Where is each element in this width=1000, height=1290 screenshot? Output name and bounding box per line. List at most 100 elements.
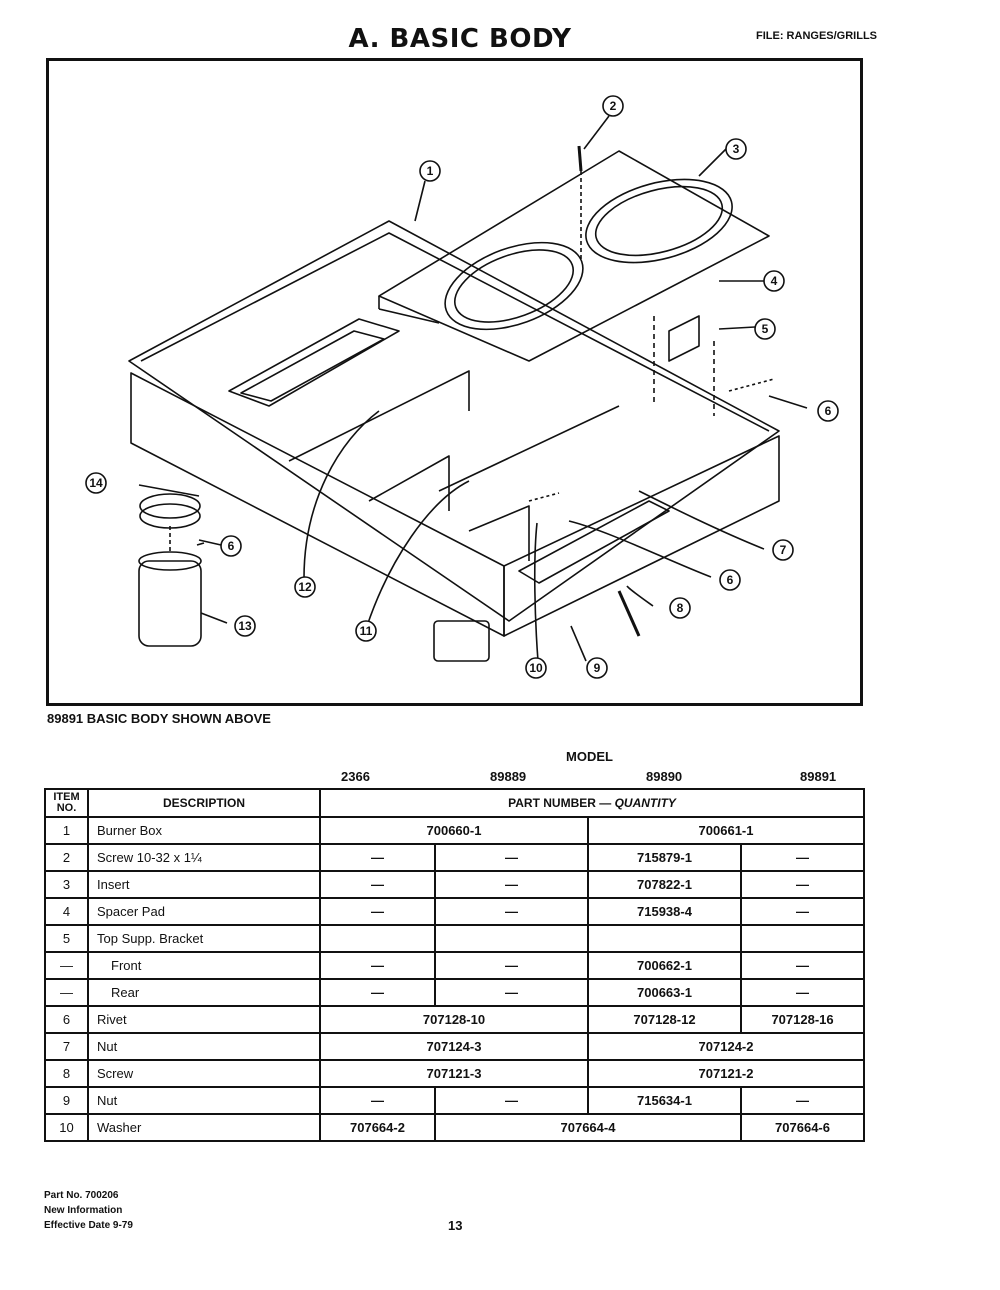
part-number: 707664-4 (434, 1113, 742, 1142)
item-description: Spacer Pad (87, 897, 321, 926)
part-number: — (739, 870, 866, 899)
item-no: 5 (44, 924, 89, 953)
part-number: 700660-1 (319, 816, 589, 845)
part-number: — (434, 978, 589, 1007)
item-description: Nut (87, 1086, 321, 1115)
item-no: 1 (44, 816, 89, 845)
model-code: 89891 (800, 769, 837, 784)
callout-6-lower: 6 (719, 569, 741, 591)
item-description: Screw 10-32 x 1¼ (87, 843, 321, 872)
part-number: 707128-12 (587, 1005, 742, 1034)
model-code: 2366 (341, 769, 370, 784)
callout-6-right: 6 (817, 400, 839, 422)
svg-text:1: 1 (427, 164, 434, 178)
table-row: 1 Burner Box 700660-1 700661-1 (44, 816, 866, 845)
part-number: 700663-1 (587, 978, 742, 1007)
table-row: 8 Screw 707121-3 707121-2 (44, 1059, 866, 1088)
header-description: DESCRIPTION (87, 788, 321, 818)
part-number: 707128-16 (739, 1005, 866, 1034)
svg-text:5: 5 (762, 322, 769, 336)
table-row: — Front — — 700662-1 — (44, 951, 866, 980)
part-number: — (739, 843, 866, 872)
table-row: 5 Top Supp. Bracket (44, 924, 866, 953)
empty-cell (739, 924, 866, 953)
svg-text:14: 14 (89, 476, 103, 490)
item-no: — (44, 951, 89, 980)
table-row: 6 Rivet 707128-10 707128-12 707128-16 (44, 1005, 866, 1034)
item-no: 7 (44, 1032, 89, 1061)
callout-6-left: 6 (220, 535, 242, 557)
part-number: 700662-1 (587, 951, 742, 980)
item-no: 10 (44, 1113, 89, 1142)
table-row: 7 Nut 707124-3 707124-2 (44, 1032, 866, 1061)
callout-10: 10 (525, 657, 547, 679)
table-row: 4 Spacer Pad — — 715938-4 — (44, 897, 866, 926)
part-number: — (319, 897, 436, 926)
svg-text:9: 9 (594, 661, 601, 675)
callout-1: 1 (419, 160, 441, 182)
item-description: Rear (87, 978, 321, 1007)
burner-box-side (503, 435, 780, 637)
svg-text:6: 6 (228, 539, 235, 553)
model-code: 89890 (646, 769, 683, 784)
item-no: 8 (44, 1059, 89, 1088)
part-number: 707124-3 (319, 1032, 589, 1061)
svg-text:13: 13 (238, 619, 252, 633)
part-number: 715938-4 (587, 897, 742, 926)
item-no: 2 (44, 843, 89, 872)
empty-cell (319, 924, 436, 953)
footer-effective-date: Effective Date 9-79 (44, 1220, 133, 1231)
part-number: — (739, 1086, 866, 1115)
item-description: Front (87, 951, 321, 980)
footer-part-no: Part No. 700206 (44, 1190, 119, 1201)
svg-text:7: 7 (780, 543, 787, 557)
item-no: 9 (44, 1086, 89, 1115)
part-number: — (739, 978, 866, 1007)
part-number: 707822-1 (587, 870, 742, 899)
callout-13: 13 (234, 615, 256, 637)
item-description: Insert (87, 870, 321, 899)
svg-text:6: 6 (825, 404, 832, 418)
exploded-diagram: 1 2 3 4 5 6 6 6 7 8 9 10 11 12 13 14 (46, 58, 863, 706)
leg-cylinder (138, 560, 202, 647)
table-row: — Rear — — 700663-1 — (44, 978, 866, 1007)
footer-info: New Information (44, 1205, 123, 1216)
item-description: Nut (87, 1032, 321, 1061)
callout-8: 8 (669, 597, 691, 619)
part-number: 707121-3 (319, 1059, 589, 1088)
burner-ring-left (444, 241, 584, 331)
svg-text:3: 3 (733, 142, 740, 156)
part-number: — (739, 951, 866, 980)
svg-text:6: 6 (727, 573, 734, 587)
item-no: — (44, 978, 89, 1007)
empty-cell (434, 924, 589, 953)
part-number: — (319, 951, 436, 980)
burner-ring-right (585, 178, 733, 264)
diagram-drawing: 1 2 3 4 5 6 6 6 7 8 9 10 11 12 13 14 (85, 95, 839, 679)
callout-2: 2 (602, 95, 624, 117)
page-title: A. BASIC BODY (348, 24, 572, 54)
insert-plate (378, 150, 770, 362)
table-row: 9 Nut — — 715634-1 — (44, 1086, 866, 1115)
svg-text:8: 8 (677, 601, 684, 615)
item-description: Burner Box (87, 816, 321, 845)
svg-text:2: 2 (610, 99, 617, 113)
part-number: — (434, 897, 589, 926)
callout-11: 11 (355, 620, 377, 642)
part-number: — (319, 843, 436, 872)
part-number: — (739, 897, 866, 926)
part-number: 707121-2 (586, 1059, 866, 1088)
part-number: — (434, 870, 589, 899)
svg-text:12: 12 (298, 580, 312, 594)
table-row: 10 Washer 707664-2 707664-4 707664-6 (44, 1113, 866, 1142)
part-number: 700661-1 (586, 816, 866, 845)
burner-box-front (130, 372, 505, 637)
part-number: 707128-10 (319, 1005, 589, 1034)
callout-3: 3 (725, 138, 747, 160)
svg-text:10: 10 (529, 661, 543, 675)
part-number: — (434, 951, 589, 980)
part-number: 715634-1 (587, 1086, 742, 1115)
part-number: — (434, 1086, 589, 1115)
